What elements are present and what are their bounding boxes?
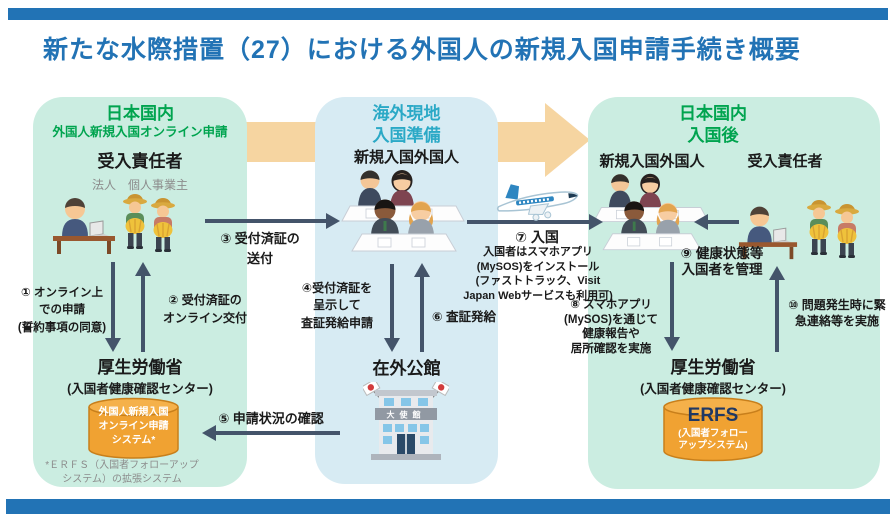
- top-accent-bar: [8, 8, 888, 20]
- step10-label: ⑩ 問題発生時に緊 急連絡等を実施: [788, 298, 886, 329]
- arrow-step10-line: [775, 280, 779, 352]
- arrow-step2-line: [141, 276, 145, 352]
- flow-band-left: [246, 122, 318, 162]
- arrow-step6-line: [420, 277, 424, 352]
- step8-label: ⑧ スマホアプリ (MySOS)を通じて 健康報告や 居所確認を実施: [564, 299, 658, 356]
- right-panel-header-line2: 入国後: [687, 126, 739, 145]
- arrow-step9-line: [707, 220, 739, 224]
- left-ministry-sublabel: (入国者健康確認センター): [67, 382, 213, 396]
- left-actor-sublabel: 法人 個人事業主: [91, 178, 188, 192]
- arrow-step7-head: [589, 214, 603, 230]
- arrow-step3-head: [326, 213, 340, 229]
- host-at-desk-icon: [53, 198, 115, 254]
- left-ministry-label: 厚生労働省: [97, 358, 183, 377]
- right-ministry-sublabel: (入国者健康確認センター): [640, 382, 786, 396]
- middle-actor-label: 新規入国外国人: [353, 149, 459, 166]
- arrow-step10-head: [769, 266, 785, 280]
- step1-label: ① オンライン上 での申請 (誓約事項の同意): [17, 287, 107, 334]
- erfs-database-sublabel: (入国者フォロー アップシステム): [678, 428, 748, 452]
- step7-detail: 入国者はスマホアプリ (MySOS)をインストール (ファストトラック、Visi…: [463, 246, 613, 302]
- arrow-step8-head: [664, 337, 680, 351]
- arrow-step7-line: [467, 220, 589, 224]
- flow-band-arrowhead: [545, 103, 590, 177]
- online-system-database-icon: [88, 397, 179, 459]
- arrow-step4-head: [384, 338, 400, 352]
- right-ministry-label: 厚生労働省: [670, 358, 756, 377]
- arrow-step2-head: [135, 262, 151, 276]
- foreign-nationals-group-icon: [593, 173, 710, 251]
- erfs-footnote: *ＥＲＦＳ（入国者フォローアップ システム）の拡張システム: [45, 460, 199, 485]
- middle-panel-header-line2: 入国準備: [372, 126, 441, 145]
- arrow-step4-line: [390, 264, 394, 339]
- farmers-with-wheat-icon: [807, 200, 859, 258]
- erfs-database-icon: [663, 397, 763, 462]
- arrow-step1-head: [105, 338, 121, 352]
- arrow-step5-line: [215, 431, 340, 435]
- flow-band-right: [490, 122, 546, 162]
- erfs-database-title: ERFS: [687, 405, 739, 426]
- arrow-step9-head: [694, 214, 708, 230]
- arrow-step6-head: [414, 263, 430, 277]
- left-panel-header-line1: 日本国内: [106, 104, 174, 123]
- host-at-desk-icon: [738, 206, 798, 260]
- step3-label: ③ 受付済証の 送付: [220, 231, 300, 266]
- embassy-building-icon: 大使館: [363, 382, 449, 460]
- page-title: 新たな水際措置（27）における外国人の新規入国申請手続き概要: [43, 36, 801, 64]
- right-actor-left-label: 新規入国外国人: [599, 153, 705, 170]
- airplane-icon: [496, 184, 579, 221]
- step4-label: ④受付済証を 呈示して 査証発給申請: [300, 281, 373, 330]
- farmers-with-wheat-icon: [123, 194, 175, 252]
- right-panel-header-line1: 日本国内: [679, 104, 747, 123]
- arrow-step1-line: [111, 262, 115, 339]
- step7-title: ⑦ 入国: [515, 229, 559, 245]
- middle-panel-header-line1: 海外現地: [372, 104, 441, 123]
- online-system-database-label: 外国人新規入国 オンライン申請 システム*: [98, 407, 169, 446]
- foreign-nationals-group-icon: [341, 170, 465, 252]
- embassy-label: 在外公館: [372, 359, 441, 378]
- right-actor-right-label: 受入責任者: [747, 153, 823, 170]
- left-actor-label: 受入責任者: [97, 152, 183, 171]
- arrow-step5-head: [202, 425, 216, 441]
- step9-label: ⑨ 健康状態等 入国者を管理: [680, 246, 764, 278]
- step2-label: ② 受付済証の オンライン交付: [162, 293, 247, 325]
- arrow-step8-line: [670, 262, 674, 338]
- step6-label: ⑥ 査証発給: [431, 310, 497, 324]
- arrow-step3-line: [205, 219, 326, 223]
- embassy-sign-text: 大使館: [387, 410, 426, 420]
- bottom-accent-bar: [6, 499, 890, 514]
- step5-label: ⑤ 申請状況の確認: [218, 411, 324, 426]
- left-panel-header-line2: 外国人新規入国オンライン申請: [52, 125, 228, 139]
